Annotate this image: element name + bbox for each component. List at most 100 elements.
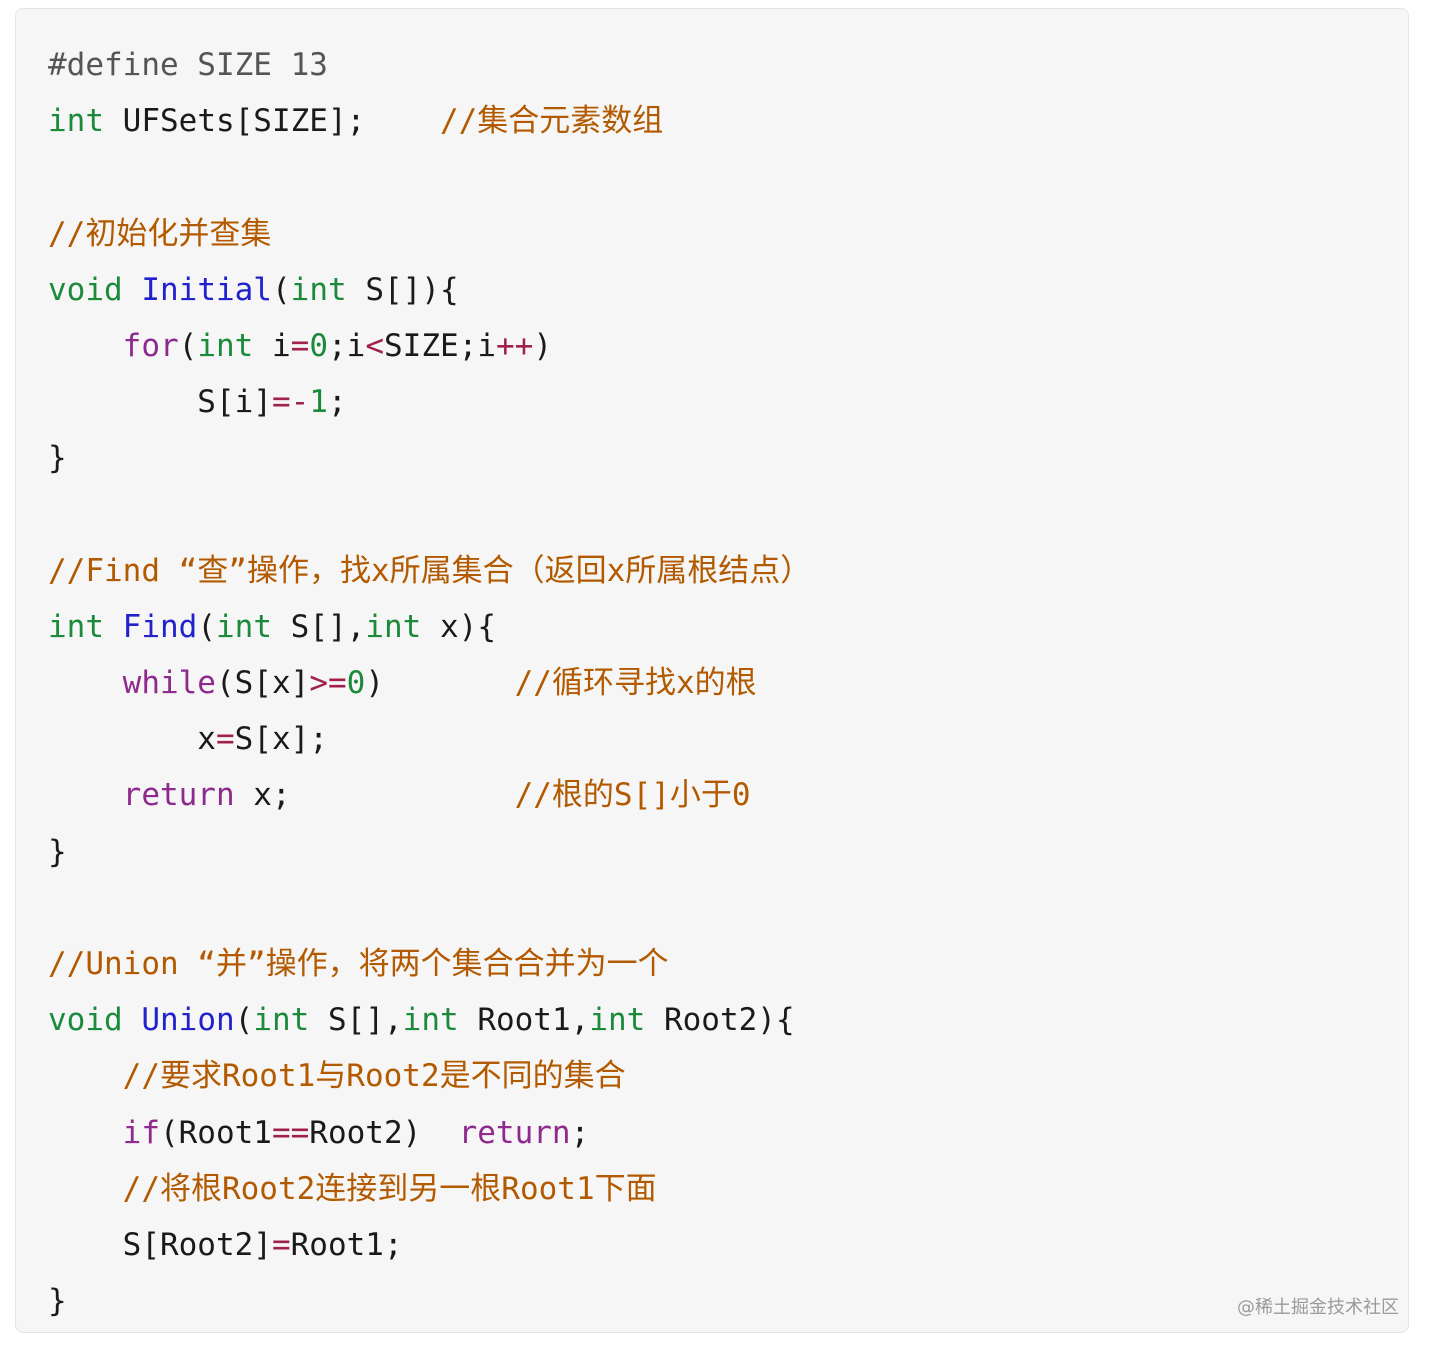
- code-line: //初始化并查集: [48, 206, 811, 262]
- code-comment: //将根Root2连接到另一根Root1下面: [122, 1170, 657, 1207]
- code-token: }: [48, 440, 67, 477]
- code-token: (Root1: [159, 1114, 272, 1151]
- code-token: S[x];: [234, 721, 328, 758]
- code-token: }: [48, 833, 67, 870]
- code-token: (: [197, 608, 216, 645]
- code-token: ): [365, 665, 515, 702]
- code-line: [48, 880, 811, 936]
- type-keyword: int: [48, 608, 104, 645]
- code-line: return x; //根的S[]小于0: [48, 767, 811, 823]
- code-token: Root2): [309, 1114, 459, 1151]
- number-literal: 0: [309, 327, 328, 364]
- code-line: int Find(int S[],int x){: [48, 599, 811, 655]
- operator: <: [365, 327, 384, 364]
- code-token: [48, 328, 123, 364]
- code-token: i: [253, 327, 291, 364]
- code-token: [48, 1171, 123, 1207]
- function-name: Find: [122, 608, 198, 645]
- code-token: (S[x]: [215, 665, 310, 702]
- code-comment: //根的S[]小于0: [514, 777, 751, 814]
- code-line: }: [48, 430, 811, 486]
- operator: =: [271, 1226, 291, 1263]
- code-token: S[Root2]: [48, 1226, 272, 1263]
- operator: ==: [271, 1114, 310, 1151]
- type-keyword: void: [48, 271, 123, 308]
- code-token: ;: [570, 1114, 590, 1151]
- type-keyword: int: [48, 103, 104, 140]
- code-line: void Initial(int S[]){: [48, 262, 811, 318]
- code-token: [48, 1058, 123, 1094]
- code-token: ;i: [328, 327, 366, 364]
- code-token: Root2){: [645, 1002, 795, 1039]
- code-token: [123, 272, 142, 308]
- control-keyword: for: [122, 327, 179, 364]
- code-token: (: [271, 271, 291, 308]
- code-token: }: [48, 1283, 67, 1320]
- code-line: S[i]=-1;: [48, 374, 811, 430]
- code-comment: //循环寻找x的根: [514, 665, 757, 702]
- code-line: #define SIZE 13: [48, 37, 811, 93]
- code-token: Root1,: [458, 1002, 590, 1039]
- type-keyword: int: [216, 608, 272, 645]
- code-token: x: [48, 721, 216, 758]
- type-keyword: int: [197, 327, 254, 364]
- control-keyword: return: [458, 1114, 571, 1151]
- code-token: x){: [421, 608, 496, 645]
- code-line: S[Root2]=Root1;: [48, 1217, 811, 1273]
- code-token: (: [234, 1002, 254, 1039]
- code-comment: //Find “查”操作，找x所属集合（返回x所属根结点）: [48, 552, 812, 589]
- code-token: [48, 777, 123, 813]
- type-keyword: int: [589, 1002, 646, 1039]
- code-comment: //集合元素数组: [439, 103, 664, 140]
- code-line: for(int i=0;i<SIZE;i++): [48, 318, 811, 374]
- code-line: void Union(int S[],int Root1,int Root2){: [48, 992, 811, 1048]
- operator: =: [290, 327, 310, 364]
- operator: ++: [495, 327, 534, 364]
- code-line: int UFSets[SIZE]; //集合元素数组: [48, 93, 811, 149]
- type-keyword: int: [402, 1002, 459, 1039]
- code-token: [123, 1002, 142, 1038]
- code-line: //要求Root1与Root2是不同的集合: [48, 1048, 811, 1104]
- preprocessor-directive: #define SIZE 13: [48, 47, 328, 83]
- code-token: Root1;: [290, 1226, 403, 1263]
- code-line: [48, 149, 811, 205]
- code-block: #define SIZE 13 int UFSets[SIZE]; //集合元素数…: [15, 8, 1409, 1333]
- function-name: Initial: [141, 271, 272, 308]
- code-line: while(S[x]>=0) //循环寻找x的根: [48, 655, 811, 711]
- code-line: }: [48, 824, 811, 880]
- code-line: x=S[x];: [48, 711, 811, 767]
- code-comment: //初始化并查集: [48, 215, 272, 252]
- code-token: S[],: [309, 1002, 403, 1039]
- code-token: UFSets[SIZE];: [104, 103, 440, 140]
- type-keyword: int: [290, 271, 347, 308]
- code-line: [48, 487, 811, 543]
- code-line: //Union “并”操作，将两个集合合并为一个: [48, 936, 811, 992]
- code-line: //Find “查”操作，找x所属集合（返回x所属根结点）: [48, 543, 811, 599]
- operator: >=: [309, 665, 347, 702]
- code-comment: //Union “并”操作，将两个集合合并为一个: [48, 946, 669, 982]
- watermark: @稀土掘金技术社区: [1237, 1297, 1399, 1318]
- code-token: ;: [327, 384, 347, 421]
- type-keyword: int: [365, 608, 422, 645]
- code-content: #define SIZE 13 int UFSets[SIZE]; //集合元素数…: [48, 37, 811, 1329]
- control-keyword: return: [122, 777, 235, 814]
- operator: =-: [271, 384, 310, 421]
- control-keyword: while: [122, 665, 216, 702]
- code-token: [48, 665, 123, 701]
- code-comment: //要求Root1与Root2是不同的集合: [122, 1058, 626, 1095]
- function-name: Union: [141, 1002, 235, 1039]
- code-token: [48, 1115, 123, 1151]
- code-token: S[]){: [346, 271, 459, 308]
- code-line: //将根Root2连接到另一根Root1下面: [48, 1161, 811, 1217]
- code-token: x;: [234, 777, 515, 814]
- number-literal: 0: [346, 665, 366, 702]
- code-token: S[i]: [48, 384, 272, 421]
- control-keyword: if: [122, 1114, 160, 1151]
- code-token: SIZE;i: [384, 327, 496, 364]
- type-keyword: int: [253, 1002, 310, 1039]
- code-token: [104, 609, 123, 645]
- type-keyword: void: [48, 1002, 123, 1039]
- code-line: }: [48, 1273, 811, 1329]
- code-token: (: [178, 327, 198, 364]
- code-token: ): [533, 327, 552, 364]
